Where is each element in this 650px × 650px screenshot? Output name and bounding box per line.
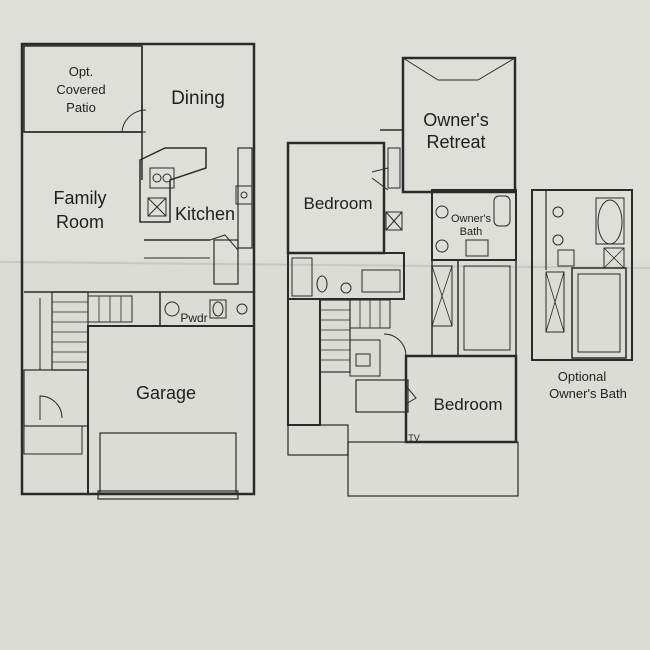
family-room-label-line1: Family	[54, 188, 107, 208]
owners-retreat-room	[401, 56, 517, 194]
patio-label-line1: Opt.	[69, 64, 94, 79]
garage-label: Garage	[136, 383, 196, 403]
owners-retreat-label-line1: Owner's	[423, 110, 488, 130]
family-room-label-line2: Room	[56, 212, 104, 232]
owners-bath-label-line2: Bath	[460, 226, 483, 238]
optional-owners-bath-plan	[531, 189, 633, 361]
paper-fold	[0, 261, 650, 269]
kitchen-label: Kitchen	[175, 204, 235, 224]
tv-label: TV	[408, 433, 420, 443]
owners-bath-label-line1: Owner's	[451, 213, 491, 225]
patio-label-line2: Covered	[56, 82, 105, 97]
kitchen-island	[139, 147, 207, 223]
first-floor-plan	[20, 42, 256, 500]
powder-label: Pwdr	[180, 311, 207, 325]
optional-bath-label-line1: Optional	[558, 369, 607, 384]
lower-deck	[347, 441, 519, 497]
lower-bedroom-label: Bedroom	[434, 395, 503, 414]
patio-label-line3: Patio	[66, 100, 96, 115]
garage-door	[99, 432, 237, 494]
upper-bedroom-label: Bedroom	[304, 194, 373, 213]
second-floor-plan	[286, 56, 519, 497]
owners-retreat-label-line2: Retreat	[426, 132, 485, 152]
optional-bath-label-line2: Owner's Bath	[549, 386, 627, 401]
dining-label: Dining	[171, 88, 225, 109]
